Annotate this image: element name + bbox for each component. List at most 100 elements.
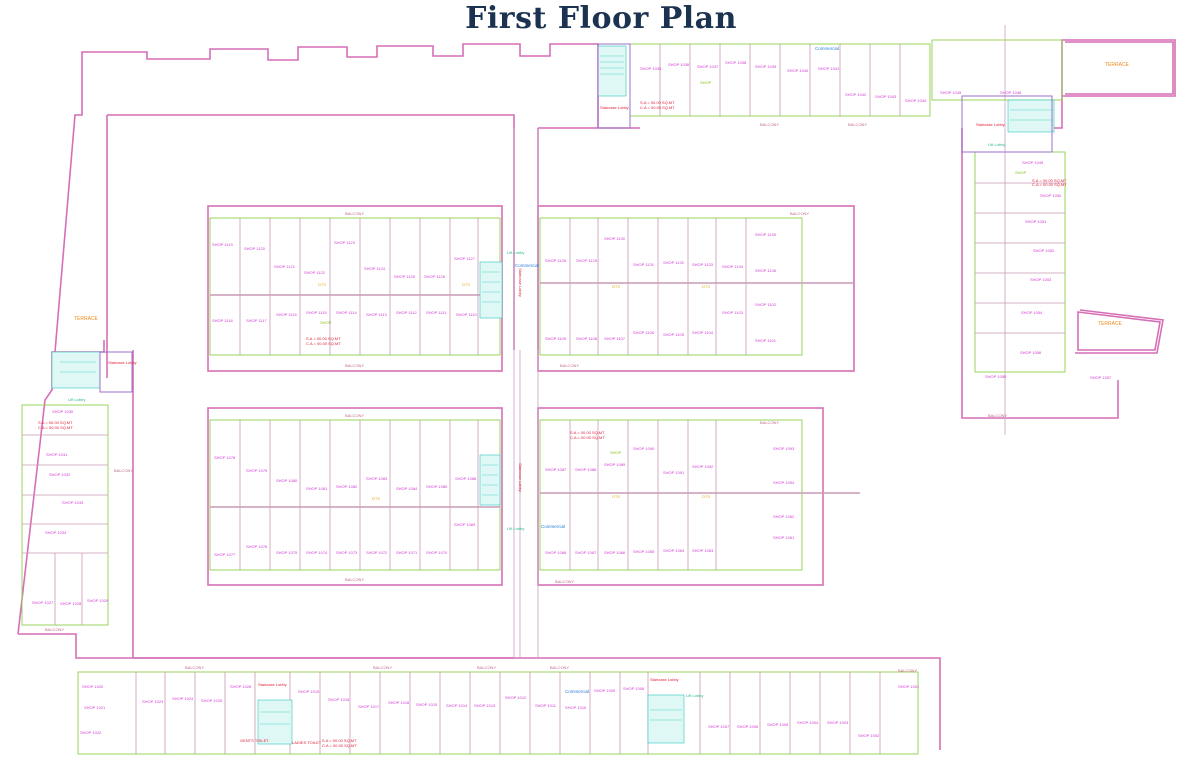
area-annotation: S.A = 00.00 SQ.MT	[1032, 178, 1067, 183]
shop-label: SHOP 1042	[845, 92, 867, 97]
shop-label: SHOP 1072	[366, 550, 388, 555]
sub-label: SHOP	[320, 320, 332, 325]
shop-label: SHOP 1110	[456, 312, 477, 317]
area-annotation: C.A = 00.00 SQ.MT	[38, 425, 73, 430]
shop-label: SHOP 1008	[623, 686, 645, 691]
shop-label: SHOP 1120	[244, 246, 265, 251]
shop-label: SHOP 1037	[697, 64, 719, 69]
shop-label: SHOP 1011	[535, 703, 556, 708]
shop-label: SHOP 1013	[474, 703, 496, 708]
area-annotation: C.A = 00.00 SQ.MT	[306, 341, 341, 346]
lift-lobby-label: Lift Lobby	[507, 250, 525, 255]
shop-label: SHOP 1029	[87, 598, 109, 603]
shop-label: SHOP 1071	[396, 550, 418, 555]
shop-label: SHOP 1081	[306, 486, 328, 491]
shop-label: SHOP 1049	[1022, 160, 1044, 165]
dts-label: DTS	[318, 282, 326, 287]
shop-label: SHOP 1114	[336, 310, 357, 315]
area-annotation: S.A = 00.00 SQ.MT	[38, 420, 73, 425]
shop-label: SHOP 1101	[755, 338, 776, 343]
outer-wall-west	[17, 57, 83, 635]
shop-label: SHOP 1043	[875, 94, 897, 99]
shop-label: SHOP 1132	[663, 260, 684, 265]
shop-label: SHOP 1015	[416, 702, 438, 707]
shop-label: SHOP 1051	[1025, 219, 1047, 224]
lift-lobby-label: Lift Lobby	[988, 142, 1006, 147]
shop-label: SHOP 1112	[396, 310, 417, 315]
balcony-label: BALCONY	[848, 122, 868, 127]
shop-label: SHOP 1089	[604, 462, 626, 467]
staircase-bottom-left	[257, 699, 293, 745]
sub-label: SHOP	[700, 80, 712, 85]
page-title: First Floor Plan	[465, 1, 737, 36]
shop-label: SHOP 1104	[692, 330, 713, 335]
commercial-label: Commercial	[541, 524, 566, 529]
dts-label: DTS	[372, 496, 380, 501]
staircase-bottom-right	[647, 694, 685, 744]
commercial-label: Commercial	[565, 689, 590, 694]
shop-label: SHOP 1038	[725, 60, 747, 65]
inner-courtyard-east	[537, 127, 598, 350]
commercial-label: Commercial	[815, 46, 840, 51]
shop-label: SHOP 1066	[604, 550, 626, 555]
shop-label: SHOP 1111	[426, 310, 447, 315]
shop-label: SHOP 1012	[505, 695, 527, 700]
shop-label: SHOP 1074	[306, 550, 328, 555]
shop-label: SHOP 1121	[274, 264, 295, 269]
staircase-lobby-label: Staircase Lobby	[600, 105, 629, 110]
staircase-lobby-label: Staircase Lobby	[517, 268, 523, 297]
lift-lobby-label: Lift Lobby	[686, 693, 704, 698]
shop-label: SHOP 1125	[394, 274, 415, 279]
shop-label: SHOP 1003	[827, 720, 849, 725]
shop-label: SHOP 1069	[454, 522, 476, 527]
balcony-label: BALCONY	[345, 413, 365, 418]
terrace-label-west: TERRACE	[74, 316, 98, 322]
dts-label: DTS	[702, 494, 710, 499]
shop-label: SHOP 1085	[426, 484, 448, 489]
shop-label: SHOP 1065	[633, 549, 655, 554]
balcony-label: BALCONY	[345, 211, 365, 216]
shop-label: SHOP 1129	[576, 258, 597, 263]
shop-label: SHOP 1035	[640, 66, 662, 71]
shop-label: SHOP 1106	[633, 330, 654, 335]
shop-label: SHOP 1091	[663, 470, 685, 475]
dts-label: DTS	[612, 494, 620, 499]
shop-label: SHOP 1127	[454, 256, 475, 261]
shop-label: SHOP 1007	[708, 724, 730, 729]
sub-label: SHOP	[610, 450, 622, 455]
shop-label: SHOP 1046	[1000, 90, 1022, 95]
lift-lobby-label: Lift Lobby	[507, 526, 525, 531]
shop-label: SHOP 1041	[818, 66, 840, 71]
shop-label: SHOP 1107	[604, 336, 625, 341]
shop-label: SHOP 1027	[32, 600, 54, 605]
shop-label: SHOP 1119	[212, 242, 233, 247]
shop-label: SHOP 1105	[663, 332, 684, 337]
shop-label: SHOP 1022	[80, 730, 102, 735]
shop-label: SHOP 1026	[230, 684, 252, 689]
staircase-lobby-label: Staircase Lobby	[517, 463, 523, 492]
shop-label: SHOP 1019	[298, 689, 320, 694]
shop-label: SHOP 1055	[985, 374, 1007, 379]
staircase-lobby-label: Staircase Lobby	[650, 677, 679, 682]
shop-label: SHOP 1093	[773, 446, 795, 451]
shop-label: SHOP 1034	[45, 530, 67, 535]
ladies-toilet-label: LADIES TOILET	[292, 740, 322, 745]
area-annotation: S.A = 00.00 SQ.MT	[640, 100, 675, 105]
balcony-label: BALCONY	[898, 668, 918, 673]
shop-label: SHOP 1028	[60, 601, 82, 606]
shop-label: SHOP 1076	[246, 544, 268, 549]
shop-label: SHOP 1136	[755, 268, 776, 273]
terrace-label-northeast: TERRACE	[1105, 62, 1129, 68]
staircase-lobby-label: Staircase Lobby	[258, 682, 287, 687]
shop-label: SHOP 1084	[396, 486, 418, 491]
shop-label: SHOP 1056	[1020, 350, 1042, 355]
area-annotation: S.A = 00.00 SQ.MT	[570, 430, 605, 435]
shop-label: SHOP 1045	[940, 90, 962, 95]
shop-label: SHOP 1126	[424, 274, 445, 279]
shop-label: SHOP 1002	[858, 733, 880, 738]
shop-label: SHOP 1036	[668, 62, 690, 67]
shop-label: SHOP 1122	[304, 270, 325, 275]
shop-label: SHOP 1068	[545, 550, 567, 555]
balcony-label: BALCONY	[185, 665, 205, 670]
area-annotation: C.A = 00.00 SQ.MT	[570, 435, 605, 440]
